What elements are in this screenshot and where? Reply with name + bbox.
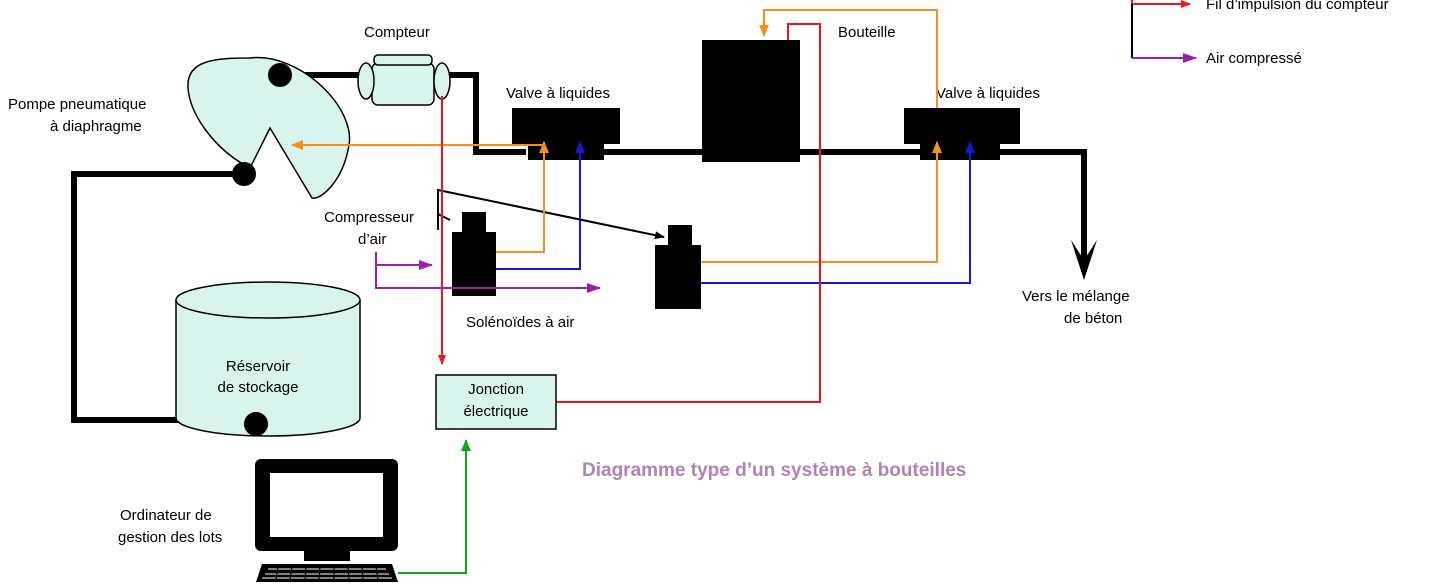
meter — [357, 54, 451, 106]
compressor-label-line2: d’air — [358, 231, 386, 248]
blue-air-valve-2 — [701, 141, 975, 284]
concrete-mix-arrow — [1071, 240, 1097, 280]
legend-air-label: Air compressé — [1206, 50, 1302, 67]
electrical-junction — [435, 374, 557, 430]
computer-label-line2: gestion des lots — [118, 529, 222, 546]
computer-signal-line — [398, 439, 471, 574]
orange-air-valve-2 — [701, 141, 942, 263]
bottle — [702, 40, 800, 162]
junction-label-line1: Jonction — [468, 381, 524, 398]
compressed-air-line-1 — [375, 252, 433, 270]
legend-impulse-label: Fil d’impulsion du compteur — [1206, 0, 1389, 13]
air-solenoid-1 — [452, 212, 496, 296]
junction-label-line2: électrique — [463, 403, 528, 420]
liquid-valve-1-label: Valve à liquides — [506, 85, 610, 102]
meter-label: Compteur — [364, 24, 430, 41]
orange-air-valve-1 — [496, 141, 549, 253]
storage-tank: Réservoir de stockage — [175, 281, 361, 437]
pump-outlet-port — [268, 63, 292, 87]
diaphragm-pump — [187, 56, 351, 199]
liquid-valve-1 — [512, 108, 620, 160]
solenoid-link-tick — [437, 213, 451, 221]
liquid-valve-2-label: Valve à liquides — [936, 85, 1040, 102]
solenoids-label: Solénoïdes à air — [466, 314, 574, 331]
diagram-title: Diagramme type d’un système à bouteilles — [582, 460, 966, 481]
computer-label-line1: Ordinateur de — [120, 507, 212, 524]
tank-label-line1: Réservoir — [226, 358, 290, 375]
pump-label-line1: Pompe pneumatique — [8, 96, 146, 113]
compressed-air-line-2 — [375, 265, 601, 293]
air-solenoid-2 — [655, 225, 701, 309]
pump-inlet-port — [232, 162, 256, 186]
orange-air-bottle — [759, 9, 938, 108]
batch-computer — [255, 459, 398, 582]
tank-label-line2: de stockage — [218, 379, 299, 396]
legend: Fil d’impulsion du compteur Air compress… — [1131, 0, 1389, 67]
concrete-mix-label-line1: Vers le mélange — [1022, 288, 1130, 305]
solenoid-link-line — [437, 188, 665, 240]
impulse-wire-bottle — [556, 23, 821, 403]
concrete-mix-label-line2: de béton — [1064, 310, 1122, 327]
bottle-label: Bouteille — [838, 24, 896, 41]
compressor-label-line1: Compresseur — [324, 209, 414, 226]
blue-air-valve-1 — [496, 141, 585, 270]
tank-outlet-port — [244, 412, 268, 436]
pump-label-line2: à diaphragme — [50, 118, 142, 135]
